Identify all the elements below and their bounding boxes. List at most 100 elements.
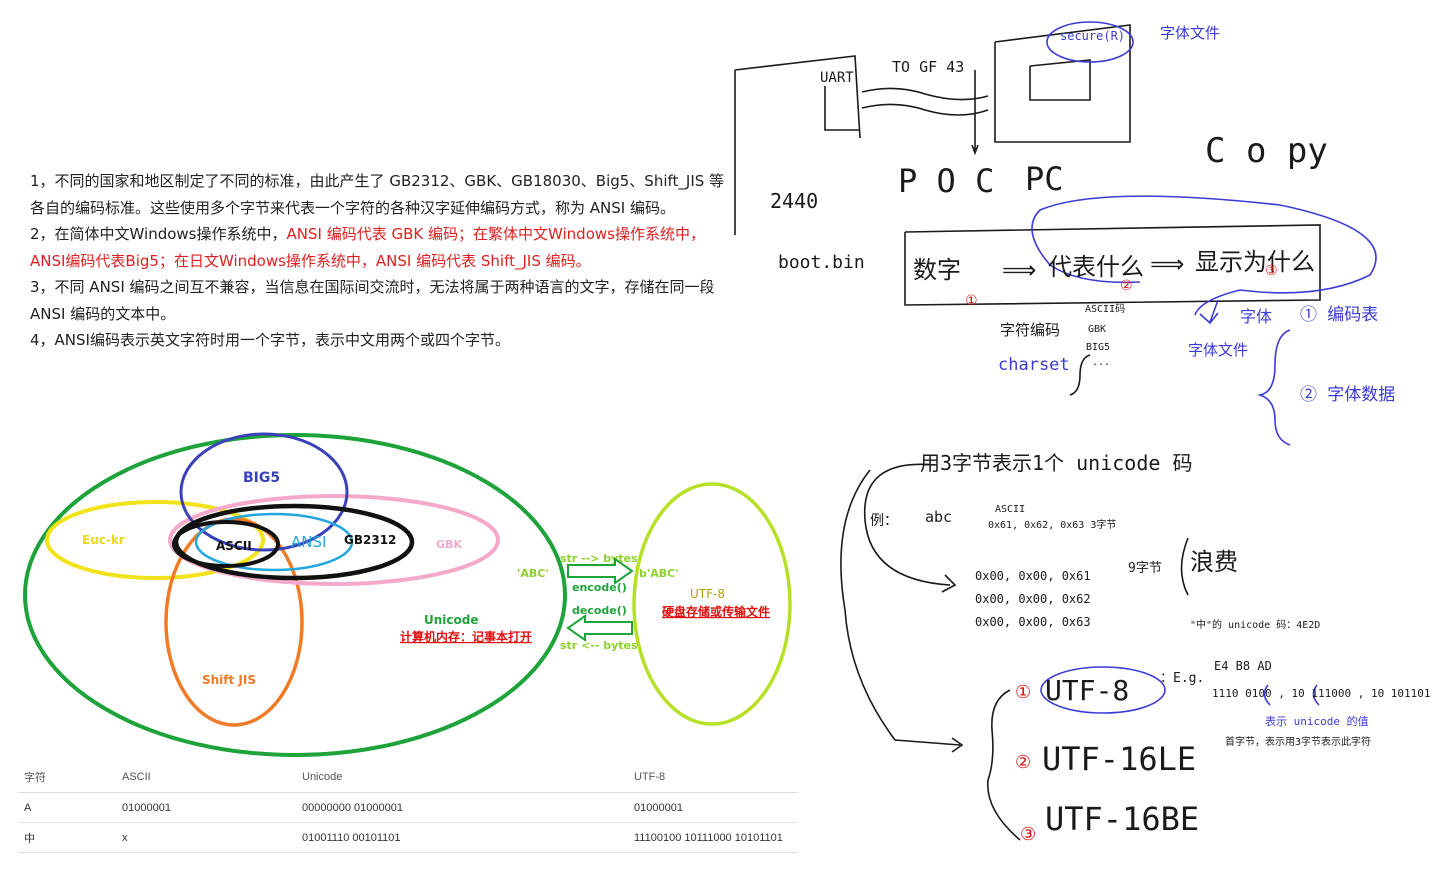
waste-label: 浪费 — [1190, 548, 1238, 576]
unicode-note: 计算机内存：记事本打开 — [400, 629, 532, 644]
font-file-2-label: 字体文件 — [1188, 341, 1248, 359]
ascii-code-label: ASCII — [995, 504, 1025, 515]
encode-label: encode() — [572, 581, 627, 594]
font-label: 字体 — [1240, 307, 1272, 326]
utf8-note: 硬盘存储或传输文件 — [662, 604, 770, 619]
euckr-ellipse — [45, 500, 265, 580]
encoding-diagram: BIG5 Euc-kr ASCII ANSI GB2312 GBK Shift … — [23, 432, 792, 757]
utf8-label: UTF-8 — [1045, 674, 1129, 707]
gb2312-label: GB2312 — [344, 533, 396, 547]
table-header: 字符 — [18, 762, 116, 793]
ansi-ellipse — [194, 512, 354, 572]
number-label: 数字 — [913, 256, 961, 284]
poc-label: P O C — [898, 162, 994, 200]
gbk-list: GBK — [1088, 324, 1106, 335]
utf16be-label: UTF-16BE — [1045, 800, 1199, 838]
note-2: 2，在简体中文Windows操作系统中，ANSI 编码代表 GBK 编码；在繁体… — [30, 221, 735, 274]
ascii-list: ASCII码 — [1085, 303, 1125, 315]
euckr-label: Euc-kr — [82, 533, 125, 547]
table-cell: 中 — [18, 822, 116, 853]
table-header-row: 字符 ASCII Unicode UTF-8 — [18, 762, 798, 793]
big5-ellipse — [179, 432, 349, 552]
zhong-unicode-label: "中"的 unicode 码：4E2D — [1190, 618, 1320, 631]
big5-list: BIG5 — [1086, 342, 1110, 353]
table-row: A 01000001 00000000 01000001 01000001 — [18, 792, 798, 823]
dots-list: ... — [1092, 357, 1110, 368]
font-data-label: ② 字体数据 — [1300, 385, 1395, 405]
charset-label: charset — [998, 355, 1070, 375]
unicode-label: Unicode — [424, 613, 479, 627]
table-cell: 00000000 01000001 — [296, 792, 628, 823]
notes-block: 1，不同的国家和地区制定了不同的标准，由此产生了 GB2312、GBK、GB18… — [30, 168, 735, 354]
padded-row-2: 0x00, 0x00, 0x62 — [975, 592, 1091, 606]
arrow-1: ⟹ — [1002, 256, 1036, 284]
bits-label: 1110 0100 , 10 111000 , 10 101101 — [1212, 687, 1431, 700]
table-header: UTF-8 — [628, 762, 798, 793]
ansi-label: ANSI — [291, 533, 326, 551]
note-2-prefix: 2，在简体中文Windows操作系统中， — [30, 225, 287, 243]
note-3: 3，不同 ANSI 编码之间互不兼容，当信息在国际间交流时，无法将属于两种语言的… — [30, 278, 715, 323]
circle-1: ① — [965, 293, 978, 309]
s2440-label: 2440 — [770, 189, 818, 213]
note-4: 4，ANSI编码表示英文字符时用一个字节，表示中文用两个或四个字节。 — [30, 331, 510, 349]
encode-arrow — [567, 557, 634, 585]
bytes-to-str-label: str <-- bytes — [560, 639, 638, 652]
utf8-ellipse — [632, 482, 792, 726]
note-1: 1，不同的国家和地区制定了不同的标准，由此产生了 GB2312、GBK、GB18… — [30, 172, 725, 217]
pc-label: PC — [1025, 160, 1064, 198]
table-cell: x — [116, 822, 296, 853]
colon-eg-label: ：E.g. — [1160, 671, 1204, 686]
show-label: 显示为什么 — [1195, 248, 1315, 276]
copy-label: C o py — [1205, 131, 1328, 171]
three-bytes-label: 用3字节表示1个 unicode 码 — [920, 451, 1192, 475]
table-cell: 01000001 — [116, 792, 296, 823]
gbk-label: GBK — [436, 538, 462, 551]
uart-label: UART — [820, 70, 854, 86]
table-cell: A — [18, 792, 116, 823]
padded-row-1: 0x00, 0x00, 0x61 — [975, 569, 1091, 583]
str-to-bytes-label: str --> bytes — [560, 552, 638, 565]
decode-label: decode() — [572, 604, 627, 617]
e4b8ad-label: E4 B8 AD — [1214, 659, 1272, 673]
padded-row-3: 0x00, 0x00, 0x63 — [975, 615, 1091, 629]
bootbin-label: boot.bin — [778, 252, 865, 273]
arrow-2: ⟹ — [1150, 250, 1184, 278]
to-gf-label: TO GF 43 — [892, 58, 964, 76]
table-row: 中 x 01001110 00101101 11100100 10111000 … — [18, 822, 798, 853]
charcode-label: 字符编码 — [1000, 321, 1060, 339]
table-cell: 01000001 — [628, 792, 798, 823]
abc-box-label: abc — [925, 508, 952, 526]
decode-arrow — [566, 614, 633, 642]
code-table-label: ① 编码表 — [1300, 305, 1378, 325]
utf8-label: UTF-8 — [690, 587, 725, 601]
utf16le-label: UTF-16LE — [1042, 740, 1196, 778]
abc-bytes-label: b'ABC' — [639, 567, 679, 580]
table-header: ASCII — [116, 762, 296, 793]
shiftjis-label: Shift JIS — [202, 673, 256, 687]
table-header: Unicode — [296, 762, 628, 793]
unicode-ellipse — [23, 433, 567, 757]
bits-note-label: 表示 unicode 的值 — [1265, 714, 1369, 728]
font-file-label: 字体文件 — [1160, 24, 1220, 42]
nine-bytes-label: 9字节 — [1128, 561, 1162, 576]
handwritten-notes: secure(R) 字体文件 UART TO GF 43 2440 boot.b… — [734, 21, 1431, 845]
ascii-values: 0x61, 0x62, 0x63 3字节 — [988, 518, 1116, 531]
encoding-table: 字符 ASCII Unicode UTF-8 A 01000001 000000… — [18, 762, 798, 853]
table-cell: 01001110 00101101 — [296, 822, 628, 853]
big5-label: BIG5 — [243, 470, 280, 486]
circle-2: ② — [1120, 278, 1133, 294]
secure-label: secure(R) — [1060, 29, 1125, 43]
bits-note-2-label: 首字节，表示用3字节表示此字符 — [1225, 735, 1371, 748]
gbk-ellipse — [168, 494, 500, 586]
table-cell: 11100100 10111000 10101101 — [628, 822, 798, 853]
utf16le-number: ② — [1015, 752, 1031, 773]
ascii-ellipse — [172, 520, 280, 568]
example-label: 例： — [870, 513, 898, 529]
note-2-highlight: ANSI 编码代表 GBK 编码；在繁体中文Windows操作系统中，ANSI编… — [30, 225, 705, 270]
utf16be-number: ③ — [1020, 824, 1036, 845]
utf8-number: ① — [1015, 682, 1031, 703]
ascii-label: ASCII — [216, 539, 252, 553]
means-label: 代表什么 — [1048, 253, 1144, 281]
circle-3: ③ — [1265, 263, 1278, 279]
abc-str-label: 'ABC' — [517, 567, 549, 580]
